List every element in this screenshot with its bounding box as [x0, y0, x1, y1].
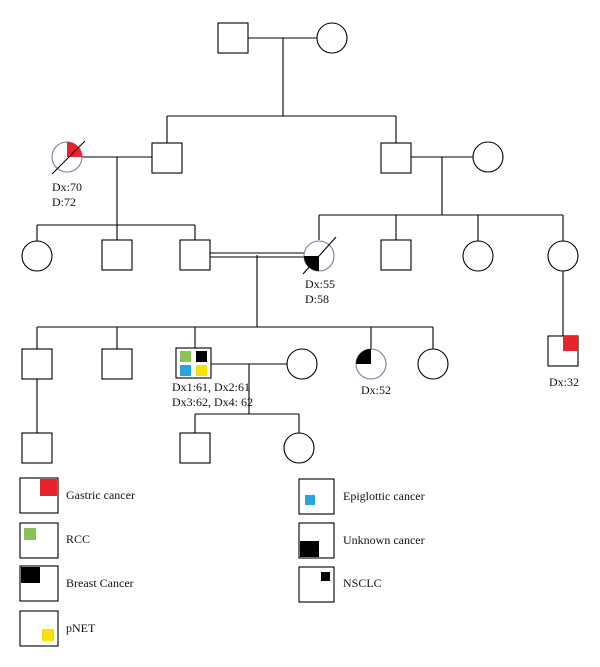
unknown-swatch — [300, 541, 319, 557]
great-uncle-square — [380, 142, 412, 174]
gastric-quadrant — [67, 142, 82, 157]
legend-item-breast: Breast Cancer — [19, 565, 134, 602]
legend-label-nsclc: NSCLC — [343, 576, 382, 590]
mother-dx-label: Dx:55 — [305, 277, 335, 291]
proband-dx-label: Dx3:62, Dx4: 62 — [172, 395, 253, 409]
breast-cancer-quadrant — [356, 349, 371, 364]
cousin-parent-circle — [462, 240, 494, 272]
sister-symbol — [355, 348, 387, 380]
legend-label-pnet: pNET — [66, 621, 96, 635]
grandmother-symbol — [51, 140, 86, 175]
sister-circle — [417, 348, 449, 380]
legend-label-unknown: Unknown cancer — [343, 533, 425, 547]
cousin-dx-label: Dx:32 — [549, 375, 579, 389]
pnet-quadrant — [196, 365, 207, 376]
epiglottic-quadrant — [180, 365, 191, 376]
legend-item-unknown: Unknown cancer — [298, 522, 425, 559]
aunt-circle — [21, 240, 53, 272]
great-grandfather-square — [217, 22, 249, 54]
legend-label-breast: Breast Cancer — [66, 576, 134, 590]
proband-spouse-circle — [286, 348, 318, 380]
legend: Gastric cancer RCC Breast Cancer pNET Ep… — [19, 477, 425, 647]
generation-4: Dx1:61, Dx2:61 Dx3:62, Dx4: 62 Dx:52 Dx:… — [21, 326, 579, 409]
generation-3: Dx:55 D:58 — [21, 214, 579, 336]
generation-2: Dx:70 D:72 — [51, 116, 504, 225]
grandfather-square — [151, 142, 183, 174]
proband-daughter-circle — [283, 432, 315, 464]
legend-swatch-box — [298, 478, 335, 515]
breast-swatch — [21, 567, 40, 583]
father-square — [179, 239, 211, 271]
legend-item-gastric: Gastric cancer — [19, 477, 135, 514]
epiglottic-swatch — [305, 495, 315, 505]
rcc-quadrant — [180, 351, 191, 362]
legend-label-epiglottic: Epiglottic cancer — [343, 489, 425, 503]
deceased-slash — [51, 140, 86, 175]
brother-square — [101, 348, 133, 380]
nsclc-swatch — [321, 572, 330, 581]
mother-death-label: D:58 — [305, 292, 329, 306]
cousin-symbol — [547, 335, 579, 367]
cousin-parent-circle — [547, 240, 579, 272]
sister-dx-label: Dx:52 — [361, 383, 391, 397]
cousin-parent-square — [380, 239, 412, 271]
legend-label-rcc: RCC — [66, 532, 90, 546]
legend-item-pnet: pNET — [19, 610, 96, 647]
legend-item-epiglottic: Epiglottic cancer — [298, 478, 425, 515]
generation-5 — [21, 364, 315, 464]
proband-dx-label: Dx1:61, Dx2:61 — [172, 380, 250, 394]
legend-item-rcc: RCC — [19, 522, 90, 559]
legend-label-gastric: Gastric cancer — [66, 488, 135, 502]
legend-item-nsclc: NSCLC — [298, 566, 382, 603]
gastric-quadrant — [563, 336, 578, 351]
uncle-square — [101, 239, 133, 271]
brother-square — [21, 348, 53, 380]
pnet-swatch — [42, 629, 54, 641]
nephew-square — [21, 432, 53, 464]
mother-symbol — [302, 236, 337, 275]
gastric-swatch — [40, 479, 57, 496]
great-grandmother-circle — [316, 22, 348, 54]
deceased-slash — [302, 236, 337, 275]
nsclc-quadrant — [196, 351, 207, 362]
proband-symbol — [175, 347, 212, 379]
generation-1 — [167, 22, 396, 117]
proband-son-square — [179, 432, 211, 464]
grandmother-death-label: D:72 — [52, 195, 76, 209]
grandmother-dx-label: Dx:70 — [52, 180, 82, 194]
great-uncle-wife-circle — [472, 141, 504, 173]
rcc-swatch — [24, 528, 36, 540]
